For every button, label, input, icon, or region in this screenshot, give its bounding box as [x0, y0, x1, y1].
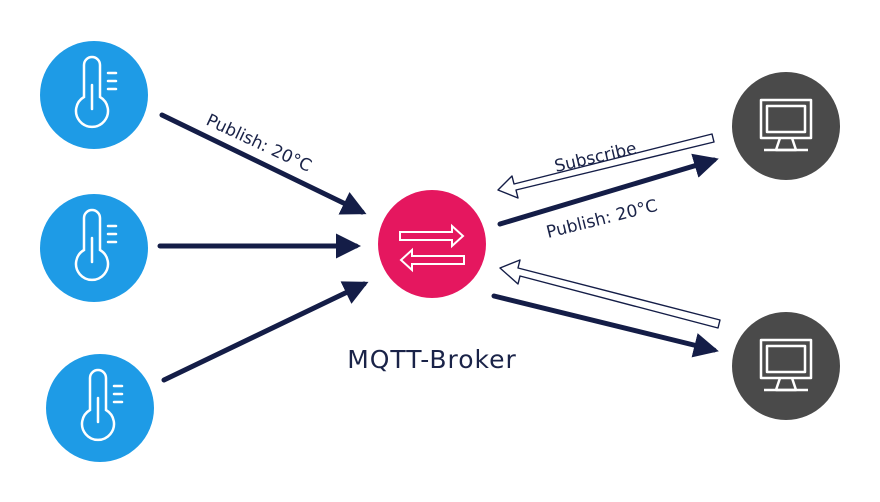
subscribe-arrows	[497, 133, 721, 329]
thermometer-icon	[74, 55, 118, 129]
broker-label: MQTT-Broker	[347, 345, 517, 374]
temperature-sensor-1	[40, 41, 148, 149]
monitor-icon	[759, 98, 813, 152]
arrow-broker-to-client2	[491, 293, 719, 358]
arrow-sensor1-to-broker	[159, 112, 367, 215]
sensor-publish-arrows	[157, 112, 369, 383]
mqtt-broker	[378, 190, 486, 298]
temperature-sensor-3	[46, 354, 154, 462]
broker-publish-arrows	[491, 153, 719, 358]
subscribe-arrow-client2	[499, 259, 721, 329]
thermometer-icon	[74, 208, 118, 282]
thermometer-icon	[80, 368, 124, 442]
monitor-icon	[759, 338, 813, 392]
temperature-sensor-2	[40, 194, 148, 302]
subscriber-client-1	[732, 72, 840, 180]
arrow-broker-to-client1	[497, 153, 719, 227]
subscribe-arrow-client1	[497, 133, 715, 199]
subscriber-client-2	[732, 312, 840, 420]
arrow-sensor3-to-broker	[161, 281, 369, 383]
swap-arrows-icon	[399, 223, 465, 273]
